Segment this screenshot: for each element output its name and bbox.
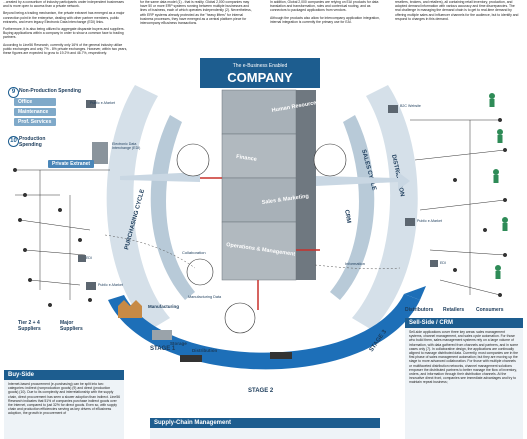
sellside-text: Sell-side applications cover three key a… [409,330,519,385]
public-market-icon-left-low [86,282,96,290]
production-number: 10 [8,136,19,147]
company-title: COMPANY [227,70,293,85]
building-side [296,90,316,280]
public-market-icon-left [86,100,96,108]
b2c-website-icon [388,105,398,113]
dashed-link-right [314,264,401,270]
distribution-center-label: Distribution [192,348,217,353]
intro-col1-p4: According to Line56 Research, currently … [3,42,128,56]
office-pill[interactable]: Office [14,98,56,106]
left-network [12,167,110,308]
intro-col2-p1: for the same data model (1) - that is re… [140,0,252,26]
supply-chain-arrowhead [404,286,426,300]
floor-1 [221,89,297,135]
sellside-panel: Sell-Side / CRM Sell-side applications c… [405,318,523,439]
collab-bubble [186,258,214,286]
meeting-bubble-left [176,143,210,177]
intro-col3-p2: Although the products also allow for int… [270,15,380,24]
intro-col4-p1: resellers, brokers, and retailers), all … [395,0,519,21]
distributors-label: Distributors [405,307,434,313]
inner-ring-right [330,115,375,300]
consumers-label: Consumers [476,307,504,313]
supply-chain-arc [108,294,420,370]
collaboration-label: Collaboration [182,250,206,255]
intro-col1-p3: Furthermore, it is also being utilized t… [3,27,125,40]
arrow-right-bar [316,176,398,186]
meeting-bubble-right [313,143,347,177]
consumer-figures [489,93,508,279]
edi-left-label: EDI [86,256,92,260]
outer-ring [106,85,170,330]
edi-icon-right [430,260,438,267]
b2c-website-label: B2C Website [400,104,421,108]
buyside-panel: Buy-Side Internet-based procurement (e-p… [4,370,124,439]
manufacturing-data-label: Manufacturing Data [188,295,222,299]
electronic-data-label: Electronic Data Interchange (EDI) [112,142,141,150]
major-suppliers-label: Major Suppliers [60,320,83,332]
public-emarket-low-label: Public e-Market [98,283,123,287]
supplychain-panel: Supply-Chain Management [150,418,380,439]
floor-2 [221,133,297,179]
buyside-text: Internet-based procurement (e-purchasing… [8,382,120,416]
buyside-title: Buy-Side [4,370,124,380]
intro-col1-p1: ...created by a consortium of industry p… [3,0,125,9]
right-network [410,117,508,298]
edi-icon-left [78,255,86,262]
prof-services-pill[interactable]: Prof. Services [14,118,56,126]
inner-ring-left [150,115,195,300]
intro-col3-p1: In addition, Global 2,000 companies are … [270,0,379,13]
intro-col1-p2: Beyond being a trading mechanism, the pr… [3,11,125,24]
public-emarket-left-label: Public e-Market [90,101,115,105]
floor-4 [221,221,297,281]
production-title: Production Spending [19,136,46,148]
tier-suppliers-label: Tier 2 + 4 Suppliers [18,320,41,332]
non-production-number: 9 [8,87,19,98]
edi-building [92,142,108,164]
outer-ring-right [352,85,418,330]
team-bubble [224,302,256,334]
stage1-label: STAGE 1 [150,346,176,352]
floor-finance-label: Finance [236,154,257,163]
sellside-title: Sell-Side / CRM [405,318,523,328]
storage-icons [152,330,172,340]
private-extranet-pill[interactable]: Private Extranet [48,160,95,168]
company-header [200,58,320,88]
information-label: Information [345,261,365,266]
arrow-right-head [398,172,410,190]
public-emarket-right-label: Public e-Market [417,219,442,223]
arrow-left-bar [120,172,200,182]
crm-label: CRM [343,209,351,224]
retailers-label: Retailers [443,307,465,313]
floor-3 [221,177,297,223]
non-production-title: Non-Production Spending [19,88,81,94]
factory-icons [118,300,142,318]
truck-icons [180,352,292,362]
edi-right-label: EDI [440,261,446,265]
stage2-label: STAGE 2 [248,388,274,394]
manufacturing-label: Manufacturing [148,304,179,309]
storage-label: Storage [170,341,187,346]
supplychain-title: Supply-Chain Management [150,418,380,428]
company-subtitle: The e-Business Enabled [233,63,288,69]
public-market-icon-right [405,218,415,226]
maintenance-pill[interactable]: Maintenance [14,108,56,116]
